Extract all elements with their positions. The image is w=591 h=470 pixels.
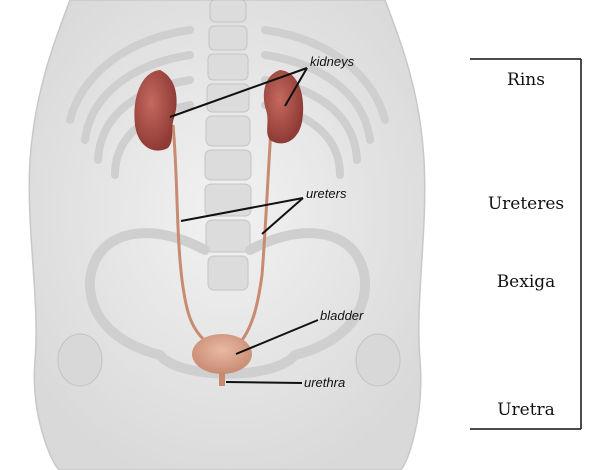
translation-bexiga: Bexiga xyxy=(470,272,582,292)
bracket-lines xyxy=(470,58,582,430)
translation-bracket: Rins Ureteres Bexiga Uretra xyxy=(470,58,582,430)
translation-rins: Rins xyxy=(470,70,582,90)
bladder-organ xyxy=(192,334,252,374)
translation-uretra: Uretra xyxy=(470,400,582,420)
hip-joint-left xyxy=(58,334,102,386)
translation-ureteres: Ureteres xyxy=(470,194,582,214)
label-ureters: ureters xyxy=(306,186,347,201)
urethra-organ xyxy=(219,372,225,386)
label-kidneys: kidneys xyxy=(310,54,355,69)
label-bladder: bladder xyxy=(320,308,364,323)
spine xyxy=(205,0,251,290)
hip-joint-right xyxy=(356,334,400,386)
label-urethra: urethra xyxy=(304,375,345,390)
